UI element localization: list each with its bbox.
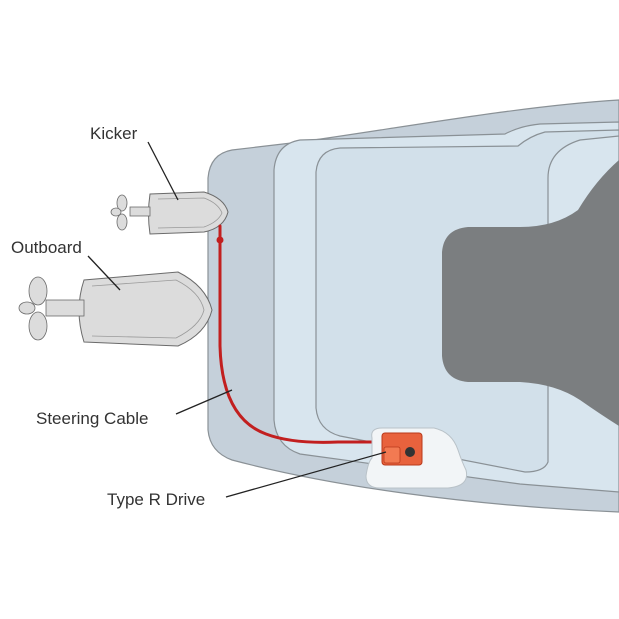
- drive-output-knob: [405, 447, 415, 457]
- steering-cable-label: Steering Cable: [36, 409, 148, 428]
- cable-connector: [216, 236, 224, 244]
- kicker-shaft: [129, 206, 151, 217]
- kicker-cowl-line: [157, 197, 223, 229]
- type-r-drive-label: Type R Drive: [107, 490, 205, 509]
- outboard-motor: [18, 271, 213, 347]
- type-r-drive-unit: [365, 427, 468, 489]
- steering-cable-leader-line: [175, 389, 233, 415]
- outboard-housing: [78, 271, 213, 347]
- outboard-label: Outboard: [11, 238, 82, 257]
- steering-cable-path: [218, 224, 404, 454]
- callout-labels: Kicker Outboard Steering Cable Type R Dr…: [11, 124, 205, 509]
- outboard-shaft: [45, 299, 85, 317]
- kicker-leader-line: [147, 141, 179, 201]
- callout-leader-lines: [87, 141, 387, 498]
- outboard-cowl-line: [91, 279, 205, 339]
- kicker-label: Kicker: [90, 124, 138, 143]
- kicker-propeller-blade-top: [116, 194, 128, 212]
- drive-detail-lower: [383, 446, 401, 464]
- outboard-propeller-blade-bottom: [28, 311, 48, 341]
- kicker-propeller-blade-bottom: [116, 213, 128, 231]
- steering-cable: [216, 224, 404, 454]
- kicker-motor: [110, 191, 229, 235]
- boat-hull: [207, 99, 619, 513]
- outboard-propeller-hub: [18, 301, 36, 315]
- center-console: [442, 160, 619, 426]
- outboard-propeller-blade-top: [28, 276, 48, 306]
- outboard-leader-line: [87, 255, 121, 291]
- kicker-propeller-hub: [110, 207, 122, 217]
- type-r-drive-leader-line: [225, 451, 387, 498]
